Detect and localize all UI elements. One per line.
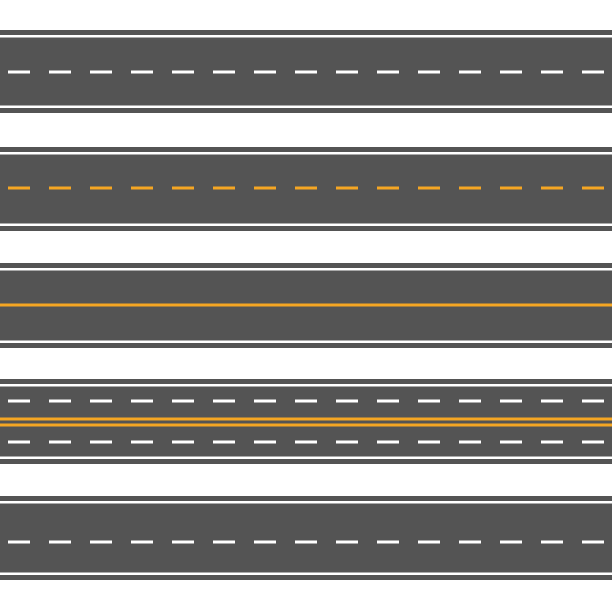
edge-line-bottom (0, 223, 612, 226)
edge-line-bottom (0, 572, 612, 575)
edge-line-bottom (0, 340, 612, 343)
road-white-dashed-center (0, 30, 612, 113)
road-white-dashed-lower (0, 496, 612, 580)
road-yellow-solid-center (0, 263, 612, 348)
asphalt-surface (0, 379, 612, 464)
edge-line-top (0, 35, 612, 38)
edge-line-bottom (0, 456, 612, 459)
edge-line-bottom (0, 105, 612, 108)
edge-line-top (0, 152, 612, 155)
edge-line-top (0, 501, 612, 504)
edge-line-top (0, 384, 612, 387)
road-yellow-dashed-center (0, 147, 612, 231)
edge-line-top (0, 268, 612, 271)
asphalt-surface (0, 496, 612, 580)
road-four-lane-double-yellow (0, 379, 612, 464)
